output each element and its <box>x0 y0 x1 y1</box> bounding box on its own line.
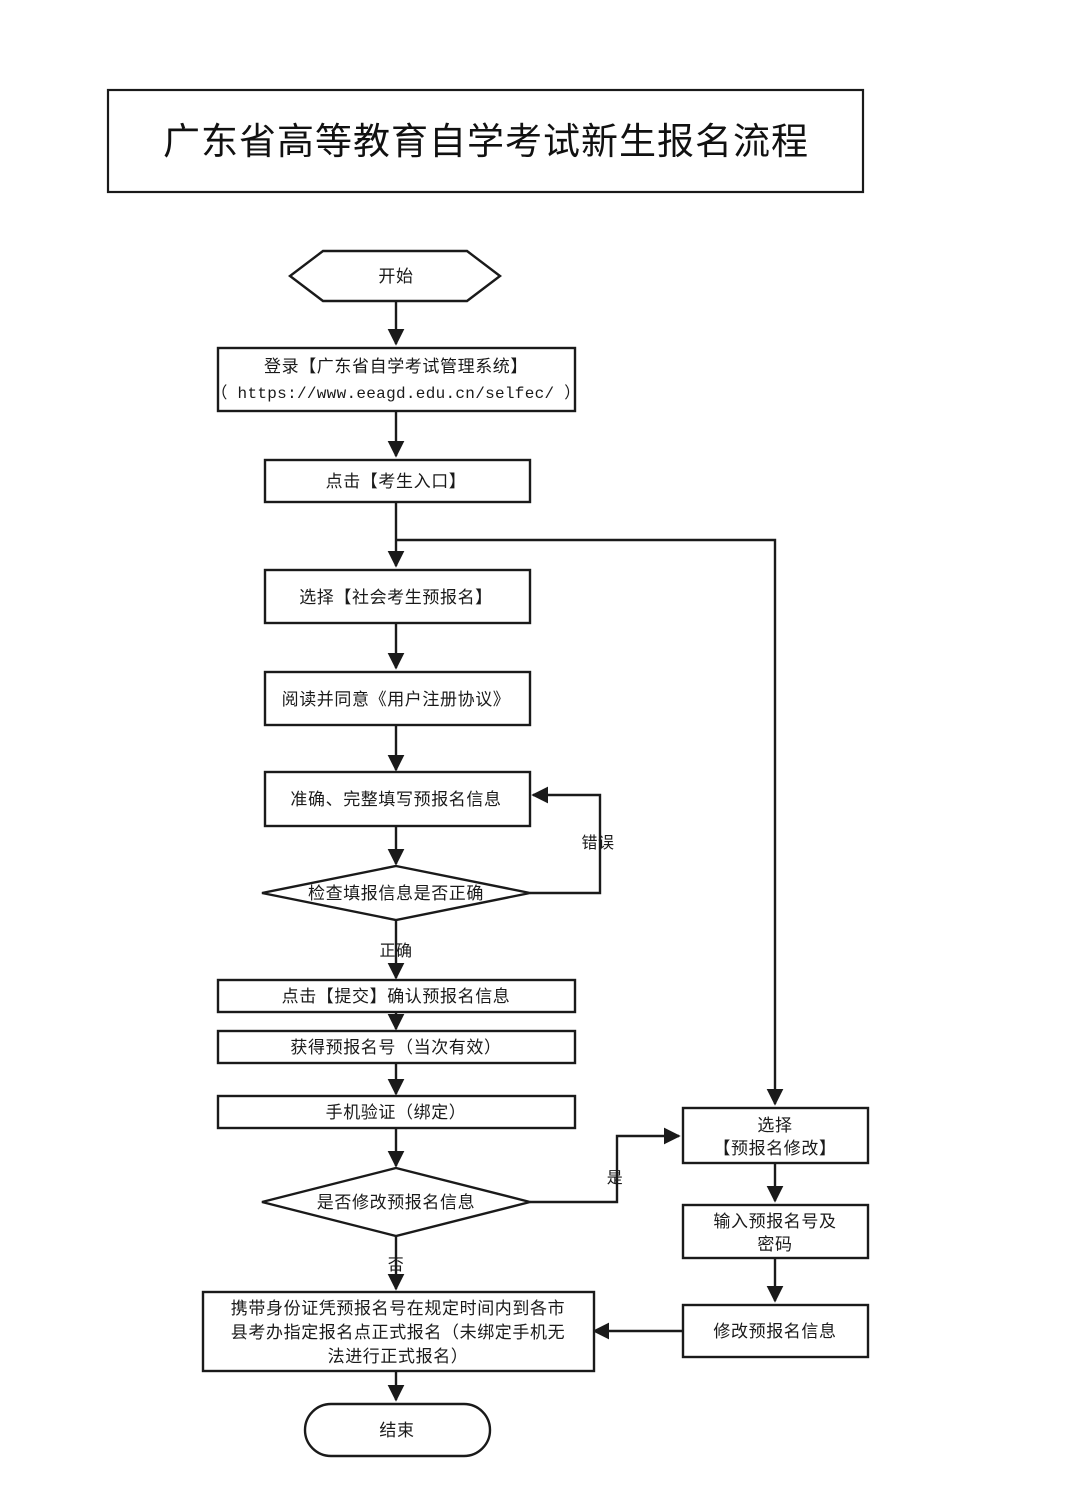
node-entry-label: 点击【考生入口】 <box>326 472 467 491</box>
node-input-credentials[interactable]: 输入预报名号及 密码 <box>681 1203 870 1260</box>
node-agreement[interactable]: 阅读并同意《用户注册协议》 <box>263 670 532 727</box>
node-modify-info[interactable]: 修改预报名信息 <box>681 1303 870 1359</box>
node-login-label-line1: 登录【广东省自学考试管理系统】 <box>264 357 528 376</box>
node-input-credentials-label-line2: 密码 <box>757 1235 792 1254</box>
node-input-credentials-label-line1: 输入预报名号及 <box>713 1212 836 1231</box>
node-end[interactable]: 结束 <box>303 1402 492 1458</box>
node-phone-verify-label: 手机验证（绑定） <box>326 1103 467 1122</box>
node-formal-registration-label-line3: 法进行正式报名） <box>328 1347 469 1366</box>
node-modify-decision[interactable]: 是否修改预报名信息 <box>261 1166 531 1238</box>
node-fill-info[interactable]: 准确、完整填写预报名信息 <box>263 770 532 828</box>
node-check-info-decision[interactable]: 检查填报信息是否正确 <box>261 864 531 922</box>
node-phone-verify[interactable]: 手机验证（绑定） <box>216 1094 577 1130</box>
node-choose-modify-label-line2: 【预报名修改】 <box>713 1139 836 1158</box>
node-entry[interactable]: 点击【考生入口】 <box>263 458 532 504</box>
node-choose-modify-label-line1: 选择 <box>757 1116 792 1135</box>
node-choose-modify[interactable]: 选择 【预报名修改】 <box>681 1106 870 1165</box>
edge-label-no: 否 <box>388 1257 405 1274</box>
edge-label-error: 错误 <box>581 834 614 852</box>
node-login-label-line2: （ https://www.eeagd.edu.cn/selfec/ ） <box>211 384 580 403</box>
edge-checkinfo-fillinfo-error <box>530 786 602 895</box>
node-get-number[interactable]: 获得预报名号（当次有效） <box>216 1029 577 1065</box>
node-agreement-label: 阅读并同意《用户注册协议》 <box>282 690 511 709</box>
node-modify-info-label: 修改预报名信息 <box>713 1322 836 1341</box>
node-start[interactable]: 开始 <box>288 249 502 303</box>
edge-label-layer: 错误 正确 是 否 <box>379 834 624 1274</box>
node-start-label: 开始 <box>378 267 413 286</box>
connector-layer <box>387 300 784 1402</box>
node-modify-decision-label: 是否修改预报名信息 <box>317 1193 475 1212</box>
edge-entry-choosemod <box>396 538 784 1106</box>
node-formal-registration[interactable]: 携带身份证凭预报名号在规定时间内到各市 县考办指定报名点正式报名（未绑定手机无 … <box>201 1290 596 1373</box>
node-choose-pre-registration[interactable]: 选择【社会考生预报名】 <box>263 568 532 625</box>
node-end-label: 结束 <box>379 1421 414 1440</box>
node-submit[interactable]: 点击【提交】确认预报名信息 <box>216 978 577 1014</box>
node-get-number-label: 获得预报名号（当次有效） <box>290 1038 501 1057</box>
node-check-info-decision-label: 检查填报信息是否正确 <box>308 884 484 903</box>
node-login[interactable]: 登录【广东省自学考试管理系统】 （ https://www.eeagd.edu.… <box>211 346 580 413</box>
edge-modifyq-choosemod-yes <box>530 1127 681 1204</box>
edge-label-yes: 是 <box>607 1170 624 1187</box>
page-title: 广东省高等教育自学考试新生报名流程 <box>163 121 809 163</box>
node-choose-pre-registration-label: 选择【社会考生预报名】 <box>299 588 493 607</box>
node-formal-registration-label-line2: 县考办指定报名点正式报名（未绑定手机无 <box>231 1323 565 1342</box>
node-formal-registration-label-line1: 携带身份证凭预报名号在规定时间内到各市 <box>231 1299 565 1318</box>
node-submit-label: 点击【提交】确认预报名信息 <box>282 987 511 1006</box>
title-box: 广东省高等教育自学考试新生报名流程 <box>106 88 865 194</box>
edge-label-correct: 正确 <box>379 942 412 960</box>
node-fill-info-label: 准确、完整填写预报名信息 <box>290 790 501 809</box>
